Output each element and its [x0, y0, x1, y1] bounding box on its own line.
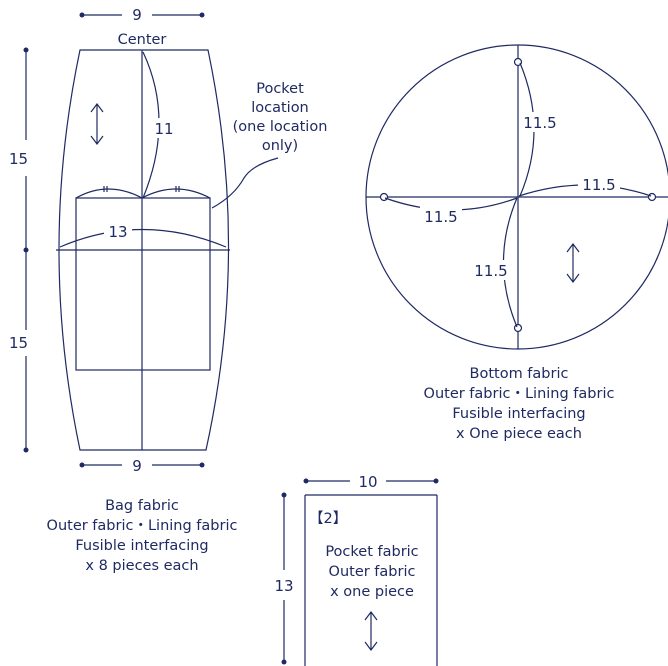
bag-caption-line-3: Fusible interfacing — [75, 538, 208, 554]
label-backdrop — [470, 260, 512, 280]
pocket-location-leader — [211, 157, 279, 209]
upper-height-label: 15 — [9, 150, 28, 168]
lower-height-label: 15 — [9, 334, 28, 352]
pocket-location-line-4: only) — [262, 138, 298, 154]
bottom-caption-line-2: Outer fabric・Lining fabric — [424, 386, 615, 402]
grain-arrow-icon — [364, 611, 378, 651]
dimension-dot — [23, 247, 29, 253]
label-backdrop — [151, 118, 177, 138]
pocket-location-line-2: location — [251, 100, 309, 116]
notch-marker-bottom — [513, 323, 523, 333]
notch-marker-right — [647, 192, 657, 202]
bottom-piece: 11.5 11.5 11.5 11.5 Bottom fabric Outer … — [365, 44, 668, 442]
dimension-dot — [281, 492, 287, 498]
pocket-width-label: 13 — [108, 223, 127, 241]
bag-caption-line-1: Bag fabric — [105, 498, 179, 514]
radius-bottom-label: 11.5 — [474, 262, 507, 280]
bottom-caption-line-3: Fusible interfacing — [452, 406, 585, 422]
radius-top-label: 11.5 — [523, 114, 556, 132]
dimension-dot — [281, 659, 287, 665]
pocket-number-label: 【2】 — [309, 510, 347, 527]
dimension-dot — [303, 478, 309, 484]
dimension-dot — [23, 47, 29, 53]
grain-arrow-icon — [90, 103, 104, 145]
bottom-caption-line-4: x One piece each — [456, 426, 582, 442]
pocket-width-curve — [59, 228, 227, 248]
label-backdrop — [578, 174, 620, 194]
pocket-location-line-3: (one location — [233, 119, 328, 135]
dimension-dot — [79, 462, 85, 468]
pocket-piece: 10 【2】 Pocket fabric Outer fabric x one … — [274, 473, 439, 666]
dimension-dot — [79, 12, 85, 18]
pocket-caption-line-2: Outer fabric — [329, 564, 416, 580]
dimension-dot — [433, 478, 439, 484]
radius-right-label: 11.5 — [582, 176, 615, 194]
pocket-caption-line-1: Pocket fabric — [325, 544, 418, 560]
top-width-label: 9 — [132, 6, 142, 24]
bottom-width-label: 9 — [132, 457, 142, 475]
label-backdrop — [420, 206, 462, 226]
bottom-caption-line-1: Bottom fabric — [470, 366, 569, 382]
bag-caption-line-4: x 8 pieces each — [85, 558, 198, 574]
pocket-arc-left — [75, 188, 143, 199]
pocket-piece-height-label: 13 — [274, 577, 293, 595]
pocket-placement-rect — [75, 197, 211, 371]
radius-left-label: 11.5 — [424, 208, 457, 226]
dimension-dot — [199, 12, 205, 18]
pocket-piece-width-label: 10 — [358, 473, 377, 491]
pocket-location-line-1: Pocket — [256, 81, 304, 97]
grain-arrow-icon — [566, 243, 580, 283]
label-backdrop — [104, 222, 132, 242]
bag-piece-outline — [58, 49, 230, 451]
label-backdrop — [520, 112, 560, 132]
notch-marker-left — [379, 192, 389, 202]
center-label: Center — [118, 32, 167, 48]
pocket-caption-line-3: x one piece — [330, 584, 414, 600]
bag-piece: 9 Center 11 13 Pocket locat — [9, 6, 327, 574]
center-length-label: 11 — [154, 120, 173, 138]
bag-caption-line-2: Outer fabric・Lining fabric — [47, 518, 238, 534]
dimension-dot — [23, 447, 29, 453]
dimension-dot — [199, 462, 205, 468]
